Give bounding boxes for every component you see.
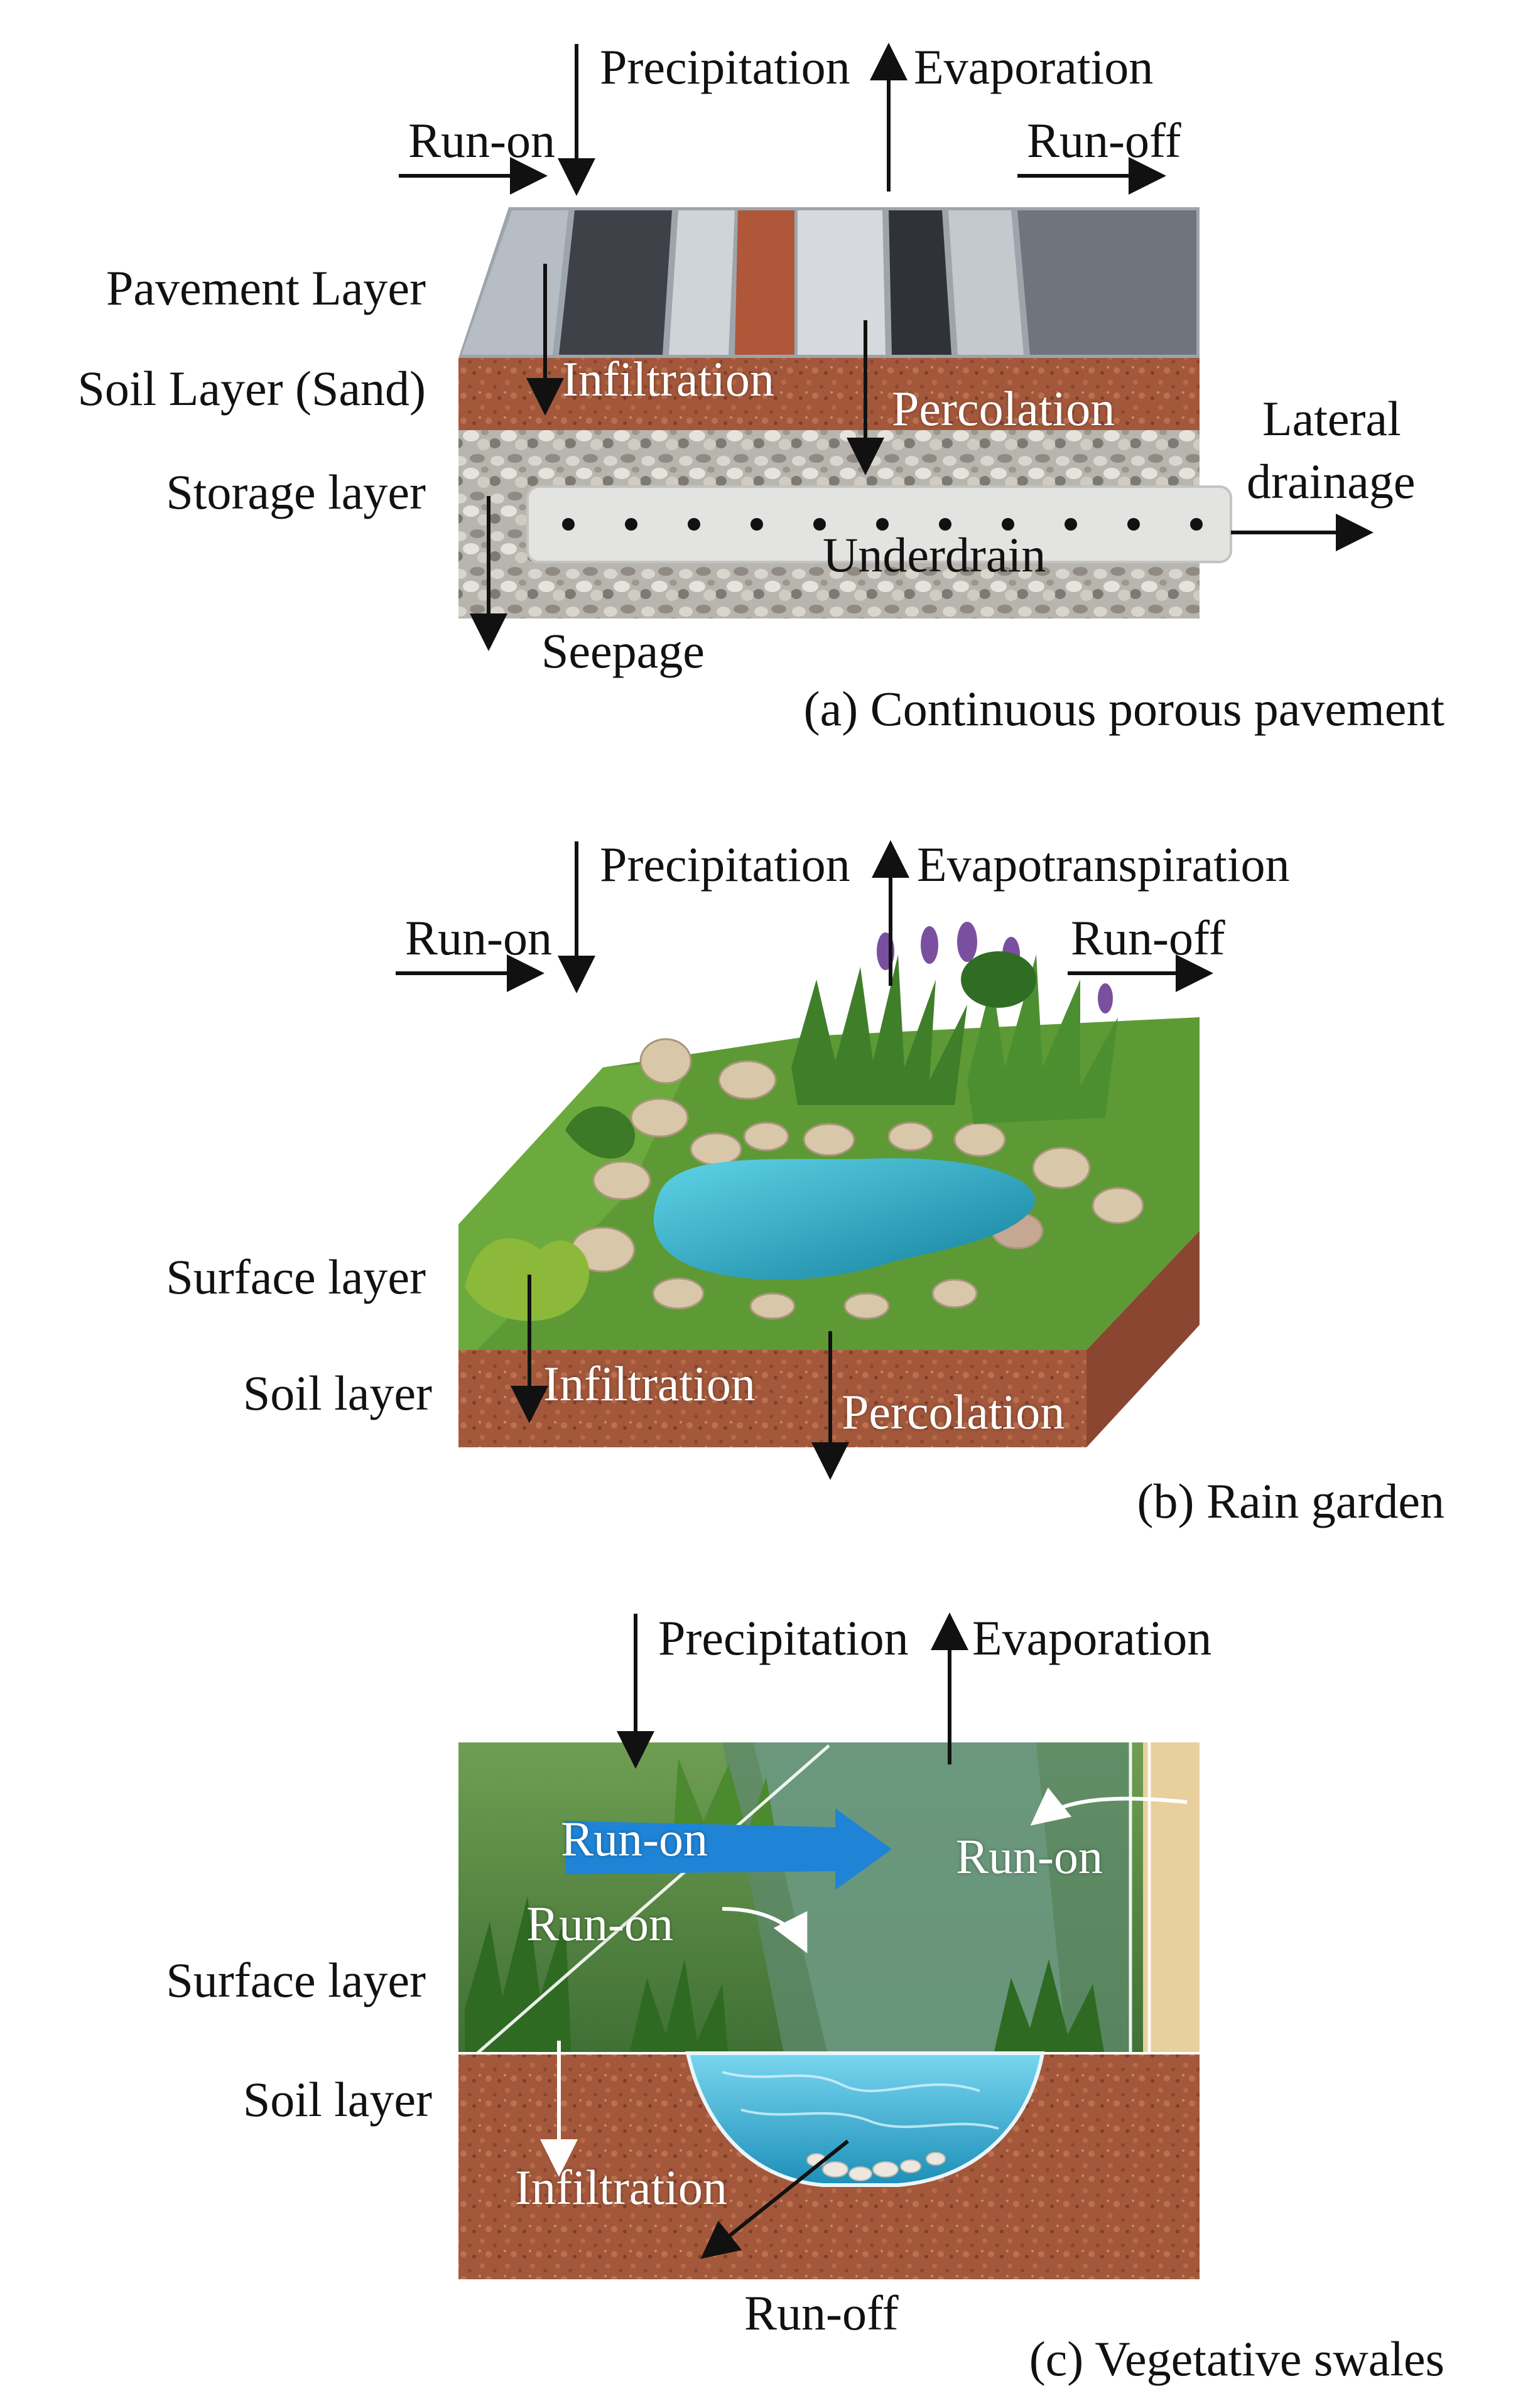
label-pavement-layer: Pavement Layer: [106, 261, 426, 315]
label-run-on-lower: Run-on: [526, 1896, 673, 1951]
label-underdrain: Underdrain: [823, 527, 1046, 582]
caption-c: (c) Vegetative swales: [1029, 2331, 1444, 2386]
label-evaporation: Evaporation: [972, 1611, 1212, 1665]
label-soil-layer: Soil layer: [242, 2072, 432, 2127]
label-run-off: Run-off: [1071, 910, 1225, 965]
label-seepage: Seepage: [541, 624, 705, 678]
label-percolation: Percolation: [892, 381, 1115, 436]
pipe-holes: [562, 518, 1203, 531]
pond: [653, 1158, 1035, 1280]
label-soil-layer: Soil layer: [242, 1366, 432, 1420]
label-infiltration: Infiltration: [515, 2160, 727, 2215]
label-surface-layer: Surface layer: [166, 1953, 426, 2007]
panel-b-illustration: [458, 922, 1200, 1447]
arrow-down-left-icon: [700, 2139, 849, 2259]
panel-c-illustration: [458, 1742, 1200, 2279]
panel-a-illustration: [458, 207, 1232, 618]
caption-b: (b) Rain garden: [1137, 1474, 1444, 1528]
arrow-right-icon: [565, 1808, 892, 1890]
label-infiltration: Infiltration: [562, 352, 774, 406]
arrow-right-icon: [722, 1907, 808, 1953]
panel-b-arrows: [396, 840, 1213, 1480]
label-evaporation: Evaporation: [914, 40, 1154, 94]
label-precipitation: Precipitation: [658, 1611, 909, 1665]
label-precipitation: Precipitation: [600, 837, 850, 892]
label-drainage: drainage: [1247, 454, 1416, 509]
label-percolation: Percolation: [842, 1385, 1065, 1439]
label-lateral: Lateral: [1262, 391, 1401, 446]
arrow-left-icon: [1030, 1787, 1188, 1826]
label-soil-layer: Soil Layer (Sand): [77, 361, 426, 416]
panel-c-arrows: [540, 1612, 1188, 2259]
label-run-off: Run-off: [1027, 113, 1181, 168]
label-storage-layer: Storage layer: [166, 465, 426, 519]
label-infiltration: Infiltration: [543, 1356, 756, 1411]
label-evapotranspiration: Evapotranspiration: [917, 837, 1290, 892]
label-surface-layer: Surface layer: [166, 1250, 426, 1304]
panel-a-arrows: [399, 43, 1374, 651]
label-run-off: Run-off: [744, 2286, 899, 2340]
label-run-on: Run-on: [408, 113, 555, 168]
soil-layer-block: [458, 358, 1200, 430]
label-run-on-right: Run-on: [956, 1829, 1103, 1884]
caption-a: (a) Continuous porous pavement: [803, 681, 1444, 736]
label-precipitation: Precipitation: [600, 40, 850, 94]
label-run-on: Run-on: [405, 910, 552, 965]
label-run-on-main: Run-on: [561, 1811, 708, 1866]
